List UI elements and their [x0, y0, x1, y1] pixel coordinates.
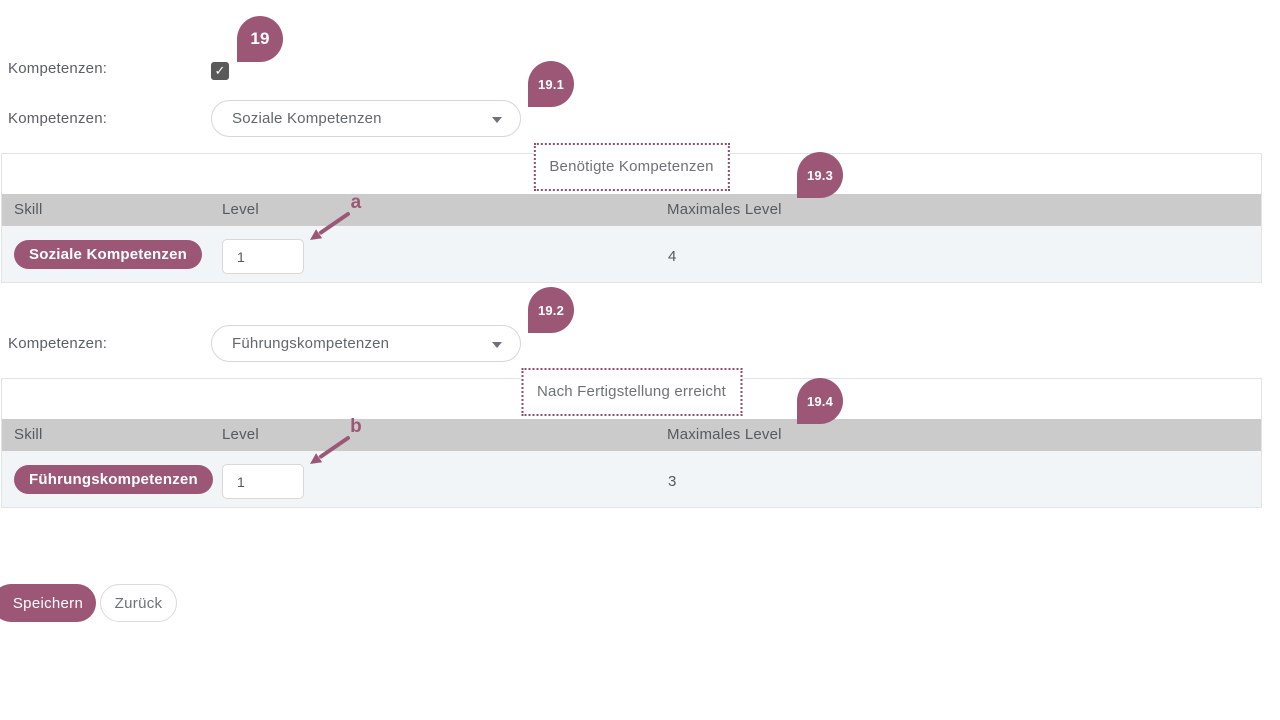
check-icon: ✓ — [214, 63, 226, 78]
table-header-row: Skill Level Maximales Level — [2, 194, 1261, 226]
kompetenzen-checkbox[interactable]: ✓ — [211, 62, 229, 80]
nach-fertigstellung-table: Nach Fertigstellung erreicht Skill Level… — [1, 368, 1262, 508]
annotation-arrow-b: b — [310, 416, 362, 464]
callout-19-3: 19.3 — [797, 152, 843, 198]
table-caption-benoetigte: Benötigte Kompetenzen — [533, 143, 730, 191]
column-header-max-level: Maximales Level — [667, 201, 782, 218]
table-header-row: Skill Level Maximales Level — [2, 419, 1261, 451]
callout-19-1: 19.1 — [528, 61, 574, 107]
level-input-1[interactable] — [222, 239, 304, 274]
skill-badge: Führungskompetenzen — [14, 465, 213, 494]
callout-19: 19 — [237, 16, 283, 62]
benoetigte-kompetenzen-table: Benötigte Kompetenzen Skill Level Maxima… — [1, 143, 1262, 283]
table-row: Soziale Kompetenzen 4 — [2, 226, 1261, 282]
max-level-value: 3 — [668, 473, 677, 490]
kompetenzen-dropdown-2-value: Führungskompetenzen — [232, 335, 390, 352]
save-button[interactable]: Speichern — [0, 584, 96, 622]
kompetenzen-dropdown-1[interactable]: Soziale Kompetenzen — [211, 100, 521, 137]
kompetenzen-select-label-1: Kompetenzen: — [8, 110, 108, 127]
arrow-label-b: b — [350, 416, 362, 437]
kompetenzen-dropdown-2[interactable]: Führungskompetenzen — [211, 325, 521, 362]
back-button[interactable]: Zurück — [100, 584, 177, 622]
table-row: Führungskompetenzen 3 — [2, 451, 1261, 507]
skill-badge: Soziale Kompetenzen — [14, 240, 202, 269]
annotation-arrow-a: a — [310, 192, 362, 240]
column-header-level: Level — [222, 201, 259, 218]
callout-19-2: 19.2 — [528, 287, 574, 333]
level-input-2[interactable] — [222, 464, 304, 499]
chevron-down-icon — [492, 117, 502, 123]
column-header-max-level: Maximales Level — [667, 426, 782, 443]
column-header-skill: Skill — [14, 426, 43, 443]
arrow-label-a: a — [351, 192, 362, 213]
callout-19-4: 19.4 — [797, 378, 843, 424]
kompetenzen-checkbox-label: Kompetenzen: — [8, 60, 108, 77]
kompetenzen-select-label-2: Kompetenzen: — [8, 335, 108, 352]
column-header-level: Level — [222, 426, 259, 443]
column-header-skill: Skill — [14, 201, 43, 218]
max-level-value: 4 — [668, 248, 677, 265]
kompetenzen-dropdown-1-value: Soziale Kompetenzen — [232, 110, 382, 127]
table-caption-fertigstellung: Nach Fertigstellung erreicht — [520, 368, 743, 416]
chevron-down-icon — [492, 342, 502, 348]
